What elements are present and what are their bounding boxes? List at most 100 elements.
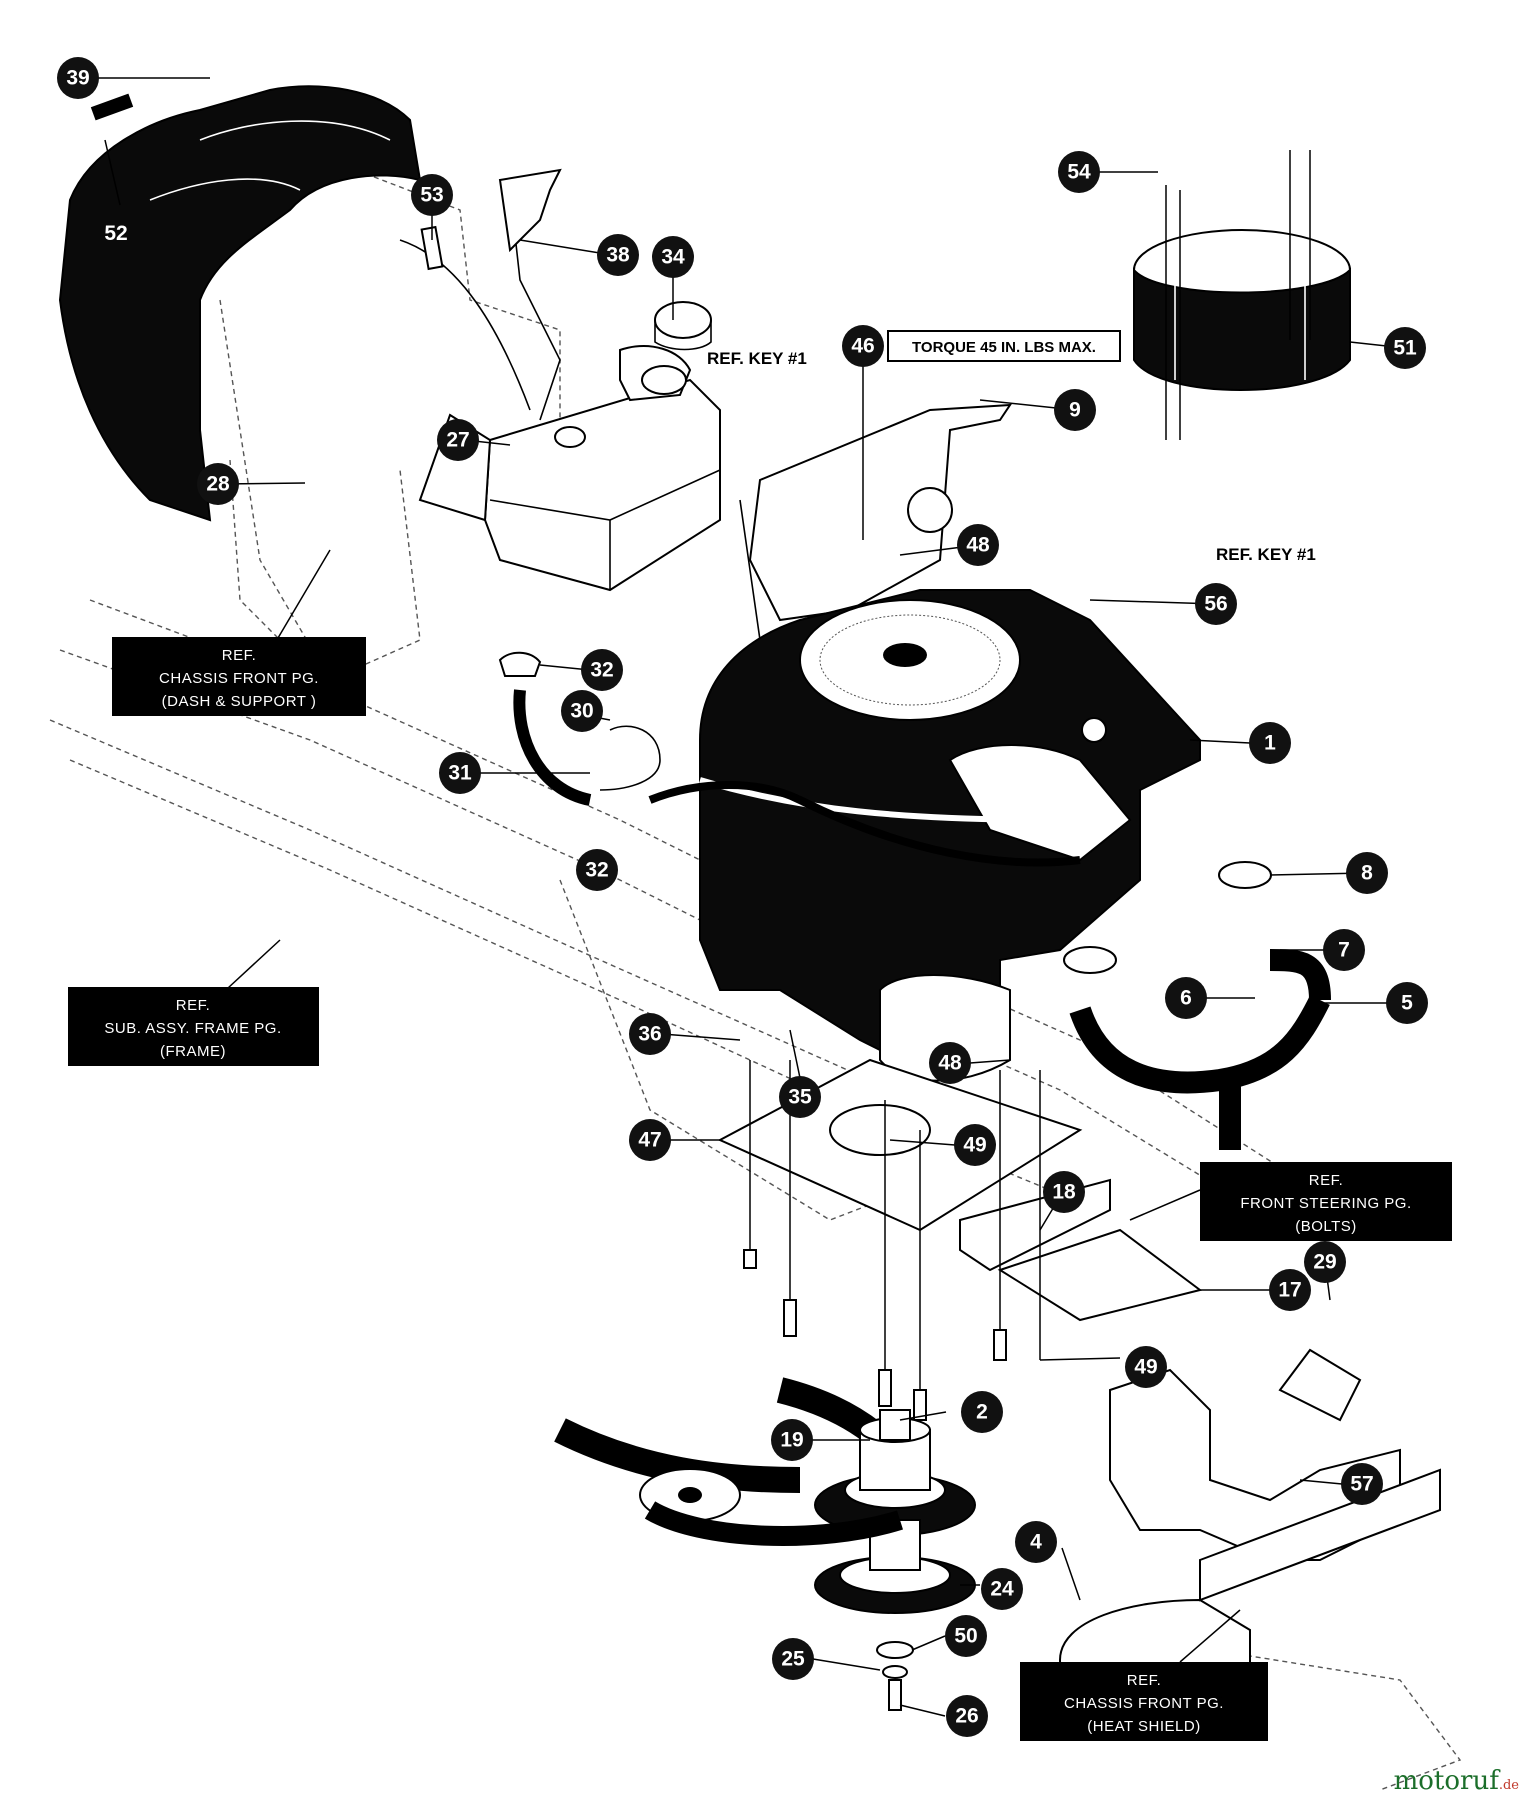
svg-text:FRONT STEERING PG.: FRONT STEERING PG. <box>1240 1195 1411 1212</box>
callout-4: 4 <box>1015 1521 1057 1563</box>
callout-8: 8 <box>1346 852 1388 894</box>
ref-box-steering: REF. FRONT STEERING PG. (BOLTS) <box>1129 1162 1452 1241</box>
svg-text:46: 46 <box>851 335 874 358</box>
svg-text:34: 34 <box>661 246 685 269</box>
ref-box-dash-support: REF. CHASSIS FRONT PG. (DASH & SUPPORT ) <box>112 549 366 716</box>
svg-text:56: 56 <box>1204 593 1227 616</box>
callout-56: 56 <box>1195 583 1237 625</box>
svg-text:2: 2 <box>976 1401 988 1424</box>
air-cleaner <box>1133 150 1351 440</box>
svg-text:51: 51 <box>1393 337 1417 360</box>
svg-text:8: 8 <box>1361 862 1373 885</box>
svg-text:CHASSIS FRONT PG.: CHASSIS FRONT PG. <box>1064 1695 1224 1712</box>
svg-text:REF.: REF. <box>1127 1672 1162 1689</box>
callout-47: 47 <box>629 1119 671 1161</box>
svg-text:48: 48 <box>966 534 990 557</box>
callout-51: 51 <box>1384 327 1426 369</box>
ref-box-heat-shield: REF. CHASSIS FRONT PG. (HEAT SHIELD) <box>1020 1609 1268 1741</box>
watermark-suffix: .de <box>1498 1778 1519 1793</box>
callout-6: 6 <box>1165 977 1207 1019</box>
callout-7: 7 <box>1323 929 1365 971</box>
callout-17: 17 <box>1269 1269 1311 1311</box>
dash-panel-cover <box>58 85 422 522</box>
callout-49-lower: 49 <box>1125 1346 1167 1388</box>
callout-50: 50 <box>945 1615 987 1657</box>
svg-text:57: 57 <box>1350 1473 1373 1496</box>
callout-31: 31 <box>439 752 481 794</box>
callout-24: 24 <box>981 1568 1023 1610</box>
callout-5: 5 <box>1386 982 1428 1024</box>
svg-text:REF. KEY #1: REF. KEY #1 <box>1216 545 1316 564</box>
engine <box>699 589 1201 1082</box>
callout-39: 39 <box>57 57 99 99</box>
svg-text:1: 1 <box>1264 732 1276 755</box>
ref-key-label-right: REF. KEY #1 <box>1216 545 1316 564</box>
svg-text:SUB. ASSY. FRAME PG.: SUB. ASSY. FRAME PG. <box>104 1020 281 1037</box>
svg-text:35: 35 <box>788 1086 812 1109</box>
callout-25: 25 <box>772 1638 814 1680</box>
callout-53: 53 <box>411 174 453 216</box>
callout-34: 34 <box>652 236 694 278</box>
svg-text:TORQUE 45 IN. LBS MAX.: TORQUE 45 IN. LBS MAX. <box>912 339 1096 356</box>
callout-54: 54 <box>1058 151 1100 193</box>
svg-text:47: 47 <box>638 1129 661 1152</box>
callout-46: 46 <box>842 325 884 367</box>
callout-9: 9 <box>1054 389 1096 431</box>
svg-text:24: 24 <box>990 1578 1014 1601</box>
svg-text:REF.: REF. <box>1309 1172 1344 1189</box>
callout-48-lower: 48 <box>929 1042 971 1084</box>
throttle-cable <box>399 168 562 421</box>
fuel-hose <box>498 651 1081 867</box>
svg-text:49: 49 <box>1134 1356 1157 1379</box>
svg-text:18: 18 <box>1052 1181 1076 1204</box>
svg-text:(FRAME): (FRAME) <box>160 1043 226 1060</box>
callout-27: 27 <box>437 419 479 461</box>
watermark-text: motoruf <box>1393 1766 1499 1796</box>
pulley-assembly <box>554 1377 976 1711</box>
callout-29: 29 <box>1304 1241 1346 1283</box>
svg-text:53: 53 <box>420 184 443 207</box>
svg-text:17: 17 <box>1278 1279 1301 1302</box>
callout-57: 57 <box>1341 1463 1383 1505</box>
svg-text:32: 32 <box>585 859 608 882</box>
svg-text:6: 6 <box>1180 987 1192 1010</box>
callout-26: 26 <box>946 1695 988 1737</box>
svg-text:38: 38 <box>606 244 630 267</box>
svg-text:9: 9 <box>1069 399 1081 422</box>
callout-36: 36 <box>629 1013 671 1055</box>
svg-text:(BOLTS): (BOLTS) <box>1295 1218 1357 1235</box>
torque-label: TORQUE 45 IN. LBS MAX. <box>887 330 1121 362</box>
svg-text:19: 19 <box>780 1429 803 1452</box>
callout-35: 35 <box>779 1076 821 1118</box>
svg-text:5: 5 <box>1401 992 1413 1015</box>
callout-52: 52 <box>104 222 127 245</box>
callout-38: 38 <box>597 234 639 276</box>
callout-28: 28 <box>197 463 239 505</box>
svg-text:52: 52 <box>104 222 127 245</box>
svg-text:29: 29 <box>1313 1251 1336 1274</box>
svg-text:CHASSIS FRONT PG.: CHASSIS FRONT PG. <box>159 670 319 687</box>
callout-2: 2 <box>961 1391 1003 1433</box>
svg-text:(DASH & SUPPORT ): (DASH & SUPPORT ) <box>162 693 317 710</box>
svg-text:49: 49 <box>963 1134 986 1157</box>
svg-text:26: 26 <box>955 1705 978 1728</box>
svg-text:48: 48 <box>938 1052 962 1075</box>
svg-text:27: 27 <box>446 429 469 452</box>
callout-1: 1 <box>1249 722 1291 764</box>
ref-box-frame: REF. SUB. ASSY. FRAME PG. (FRAME) <box>68 939 319 1066</box>
callout-48-upper: 48 <box>957 524 999 566</box>
ref-key-label-top: REF. KEY #1 <box>707 349 807 368</box>
svg-text:50: 50 <box>954 1625 977 1648</box>
svg-text:28: 28 <box>206 473 230 496</box>
callout-19: 19 <box>771 1419 813 1461</box>
svg-text:30: 30 <box>570 700 593 723</box>
svg-text:REF. KEY #1: REF. KEY #1 <box>707 349 807 368</box>
svg-text:25: 25 <box>781 1648 805 1671</box>
svg-text:REF.: REF. <box>176 997 211 1014</box>
svg-text:REF.: REF. <box>222 647 257 664</box>
svg-text:4: 4 <box>1030 1531 1042 1554</box>
svg-text:7: 7 <box>1338 939 1350 962</box>
svg-text:54: 54 <box>1067 161 1091 184</box>
callout-32-upper: 32 <box>581 649 623 691</box>
